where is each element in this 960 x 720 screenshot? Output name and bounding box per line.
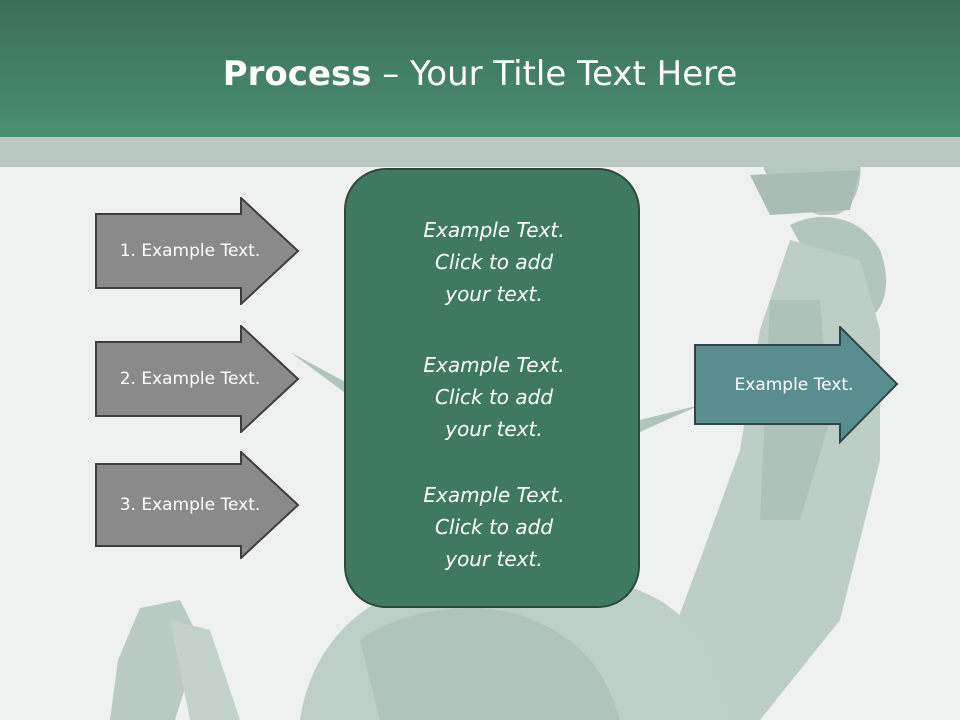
center-text-line: Click to add (434, 515, 554, 539)
center-text-box[interactable]: Example Text. Click to add your text. Ex… (344, 168, 640, 608)
center-text-block-1: Example Text. Click to add your text. (346, 214, 642, 310)
center-text-block-3: Example Text. Click to add your text. (346, 479, 642, 575)
center-text-line: your text. (445, 417, 543, 441)
title-bar (0, 0, 960, 137)
center-text-line: Example Text. (423, 483, 565, 507)
step-arrow-label: 1. Example Text. (119, 241, 261, 261)
title-accent-band (0, 137, 960, 167)
step-arrow-1[interactable]: 1. Example Text. (95, 197, 305, 305)
step-arrow-2[interactable]: 2. Example Text. (95, 325, 305, 433)
output-arrow-label: Example Text. (734, 375, 854, 395)
step-arrow-label: 3. Example Text. (119, 495, 261, 515)
center-text-line: Click to add (434, 250, 554, 274)
output-arrow[interactable]: Example Text. (694, 326, 900, 444)
center-text-line: Example Text. (423, 218, 565, 242)
center-text-line: your text. (445, 282, 543, 306)
title-rest-text: – Your Title Text Here (371, 54, 738, 94)
center-text-line: Example Text. (423, 353, 565, 377)
center-text-line: your text. (445, 547, 543, 571)
step-arrow-label: 2. Example Text. (119, 369, 261, 389)
center-text-line: Click to add (434, 385, 554, 409)
slide-title[interactable]: Process – Your Title Text Here (0, 52, 960, 96)
title-bold-text: Process (222, 54, 372, 94)
center-text-block-2: Example Text. Click to add your text. (346, 349, 642, 445)
step-arrow-3[interactable]: 3. Example Text. (95, 451, 305, 559)
